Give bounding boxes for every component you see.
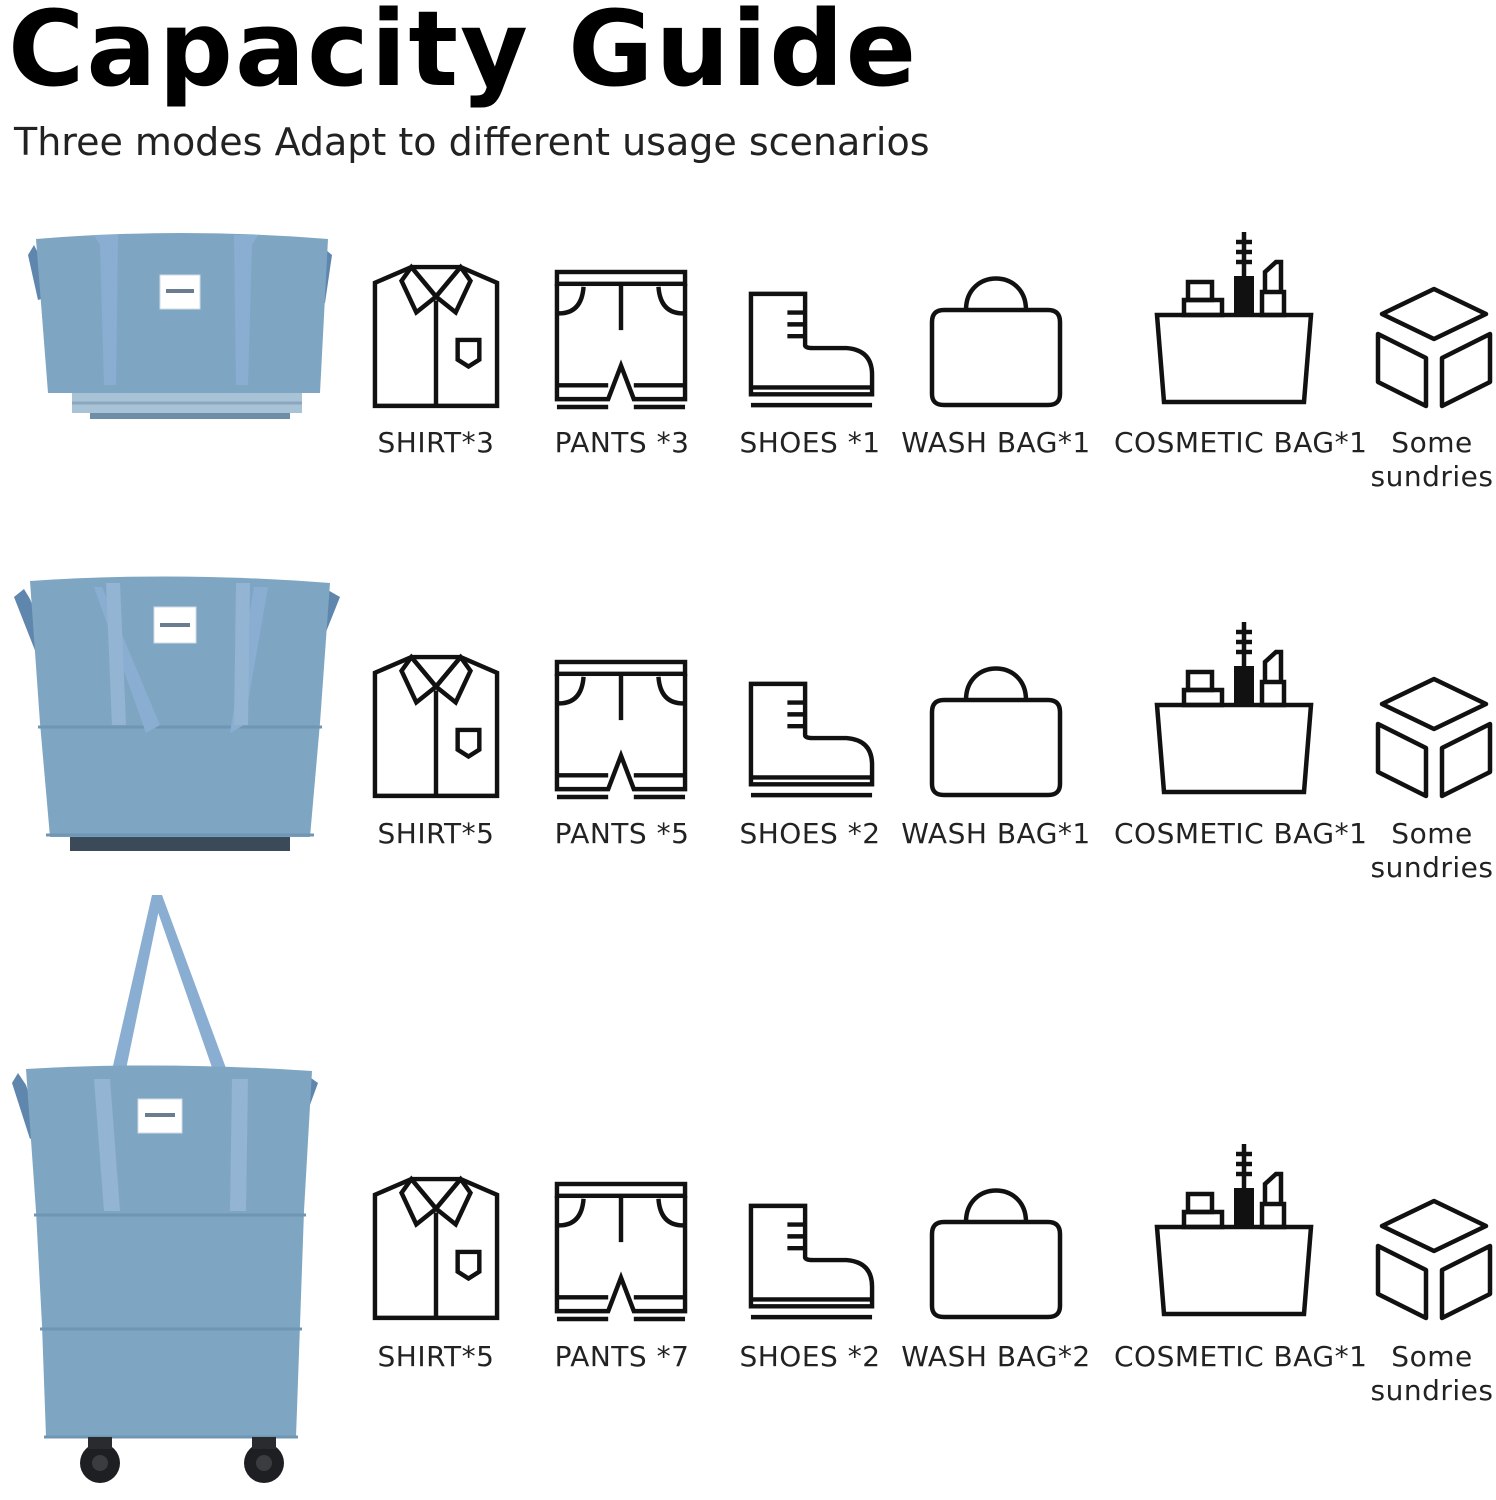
box-icon xyxy=(1374,1198,1494,1322)
pants-icon xyxy=(554,1180,688,1322)
item-label: PANTS *3 xyxy=(554,426,690,459)
item-label-line1: Some xyxy=(1391,817,1473,850)
cosmetic-basket-icon xyxy=(1154,620,1314,800)
pants-icon xyxy=(554,268,688,410)
shirt-icon xyxy=(372,650,500,800)
shoe-icon xyxy=(748,290,876,410)
cosmetic-basket-icon xyxy=(1154,230,1314,410)
handbag-icon xyxy=(926,1182,1066,1322)
rolling-bag-full-image xyxy=(12,895,318,1483)
shoe-icon xyxy=(748,680,876,800)
item-label: SHIRT*3 xyxy=(377,426,495,459)
item-label: SHIRT*5 xyxy=(377,1340,495,1373)
item-label: SHOES *2 xyxy=(739,1340,881,1373)
item-label: SHOES *1 xyxy=(739,426,881,459)
box-icon xyxy=(1374,286,1494,410)
box-icon xyxy=(1374,676,1494,800)
item-label: SHOES *2 xyxy=(739,817,881,850)
duffel-bag-expanded-image xyxy=(14,576,340,851)
shirt-icon xyxy=(372,260,500,410)
duffel-bag-compact-image xyxy=(28,233,332,419)
item-label: COSMETIC BAG*1 xyxy=(1114,426,1368,459)
item-label-line2: sundries xyxy=(1370,460,1494,493)
item-label-line1: Some xyxy=(1391,1340,1473,1373)
pants-icon xyxy=(554,658,688,800)
shirt-icon xyxy=(372,1172,500,1322)
page-title: Capacity Guide xyxy=(8,0,919,110)
item-label-line2: sundries xyxy=(1370,851,1494,884)
handbag-icon xyxy=(926,270,1066,410)
shoe-icon xyxy=(748,1202,876,1322)
item-label: SHIRT*5 xyxy=(377,817,495,850)
handbag-icon xyxy=(926,660,1066,800)
item-label-line2: sundries xyxy=(1370,1374,1494,1407)
page-subtitle: Three modes Adapt to different usage sce… xyxy=(14,120,930,164)
item-label: WASH BAG*1 xyxy=(901,817,1091,850)
item-label: COSMETIC BAG*1 xyxy=(1114,1340,1368,1373)
cosmetic-basket-icon xyxy=(1154,1142,1314,1322)
item-label: PANTS *5 xyxy=(554,817,690,850)
item-label: WASH BAG*1 xyxy=(901,426,1091,459)
item-label-line1: Some xyxy=(1391,426,1473,459)
item-label: WASH BAG*2 xyxy=(901,1340,1091,1373)
item-label: COSMETIC BAG*1 xyxy=(1114,817,1368,850)
item-label: PANTS *7 xyxy=(554,1340,690,1373)
